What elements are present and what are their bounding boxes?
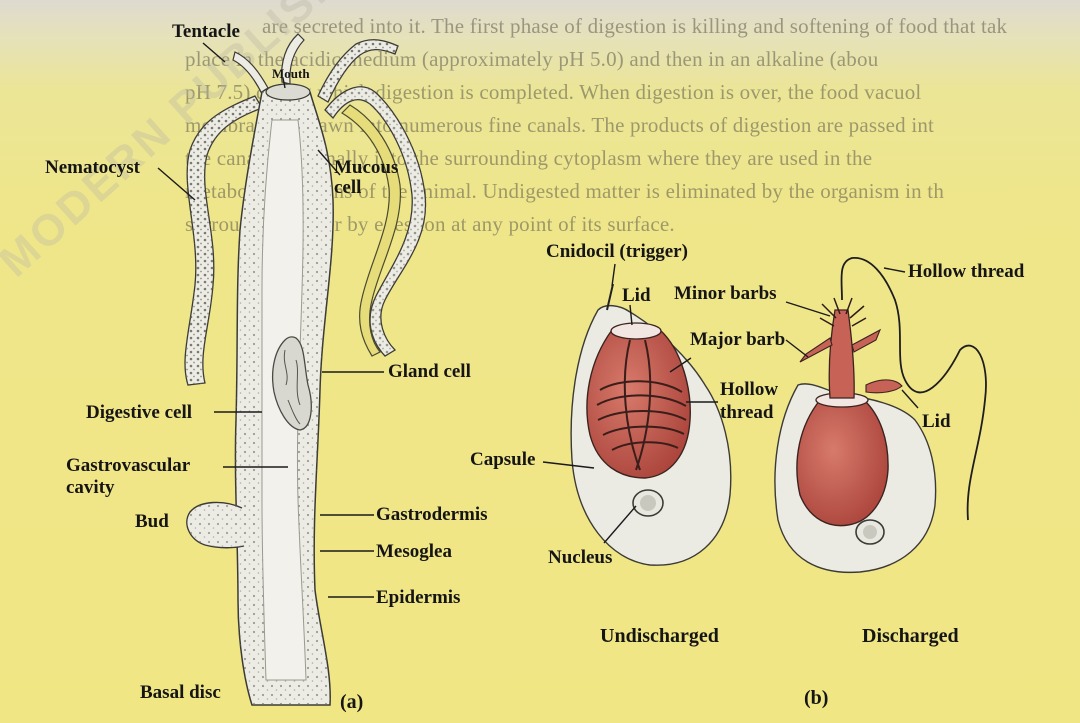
label-mesoglea: Mesoglea bbox=[376, 542, 452, 562]
label-cnidocil: Cnidocil (trigger) bbox=[546, 242, 688, 262]
label-nematocyst: Nematocyst bbox=[45, 158, 140, 178]
lid-right-shape bbox=[866, 380, 902, 393]
tentacle-top-left bbox=[233, 52, 268, 94]
caption-a: (a) bbox=[340, 692, 363, 712]
label-undischarged: Undischarged bbox=[600, 626, 719, 646]
label-nucleus: Nucleus bbox=[548, 548, 612, 568]
label-hollow-thread-line2: thread bbox=[720, 403, 773, 423]
label-mouth: Mouth bbox=[272, 64, 310, 84]
label-basal-disc: Basal disc bbox=[140, 683, 221, 703]
label-digestive-cell: Digestive cell bbox=[86, 403, 192, 423]
capsule-left bbox=[587, 330, 690, 478]
label-discharged: Discharged bbox=[862, 626, 959, 646]
label-gland-cell: Gland cell bbox=[388, 362, 471, 382]
undischarged-nematocyst bbox=[571, 284, 731, 565]
label-hollow-thread-discharged: Hollow thread bbox=[908, 262, 1024, 282]
capsule-right bbox=[797, 400, 888, 526]
label-epidermis: Epidermis bbox=[376, 588, 460, 608]
label-mucous-cell-line2: cell bbox=[334, 178, 361, 198]
label-gastrodermis: Gastrodermis bbox=[376, 505, 488, 525]
label-gastrovascular-line2: cavity bbox=[66, 478, 115, 498]
everted-tube bbox=[829, 310, 854, 398]
label-capsule: Capsule bbox=[470, 450, 535, 470]
label-gastrovascular-line1: Gastrovascular bbox=[66, 456, 190, 476]
label-hollow-thread-line1: Hollow bbox=[720, 380, 778, 400]
label-tentacle: Tentacle bbox=[172, 22, 240, 42]
label-mucous-cell-line1: Mucous bbox=[334, 158, 398, 178]
major-barb-right bbox=[800, 338, 832, 362]
label-bud: Bud bbox=[135, 512, 169, 532]
label-major-barb: Major barb bbox=[690, 330, 785, 350]
caption-b: (b) bbox=[804, 688, 828, 708]
label-lid-discharged: Lid bbox=[922, 412, 951, 432]
label-minor-barbs: Minor barbs bbox=[674, 284, 777, 304]
label-lid-undischarged: Lid bbox=[622, 286, 651, 306]
discharged-nematocyst bbox=[775, 258, 986, 573]
